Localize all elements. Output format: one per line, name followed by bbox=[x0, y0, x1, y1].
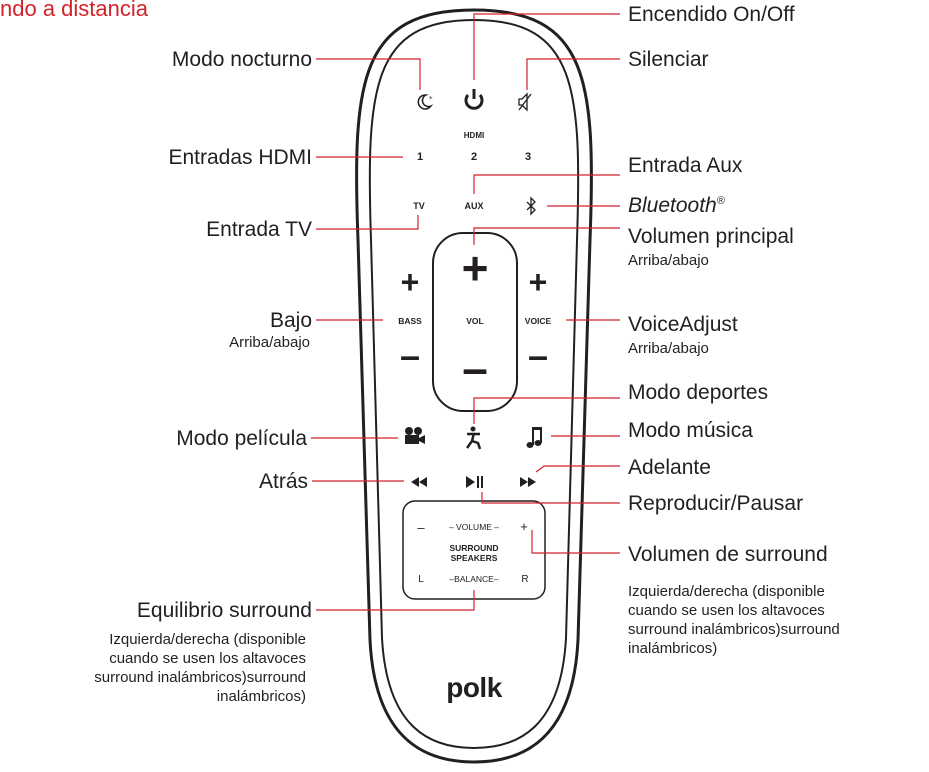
label-surround-balance-note-2: cuando se usen los altavoces bbox=[109, 650, 306, 667]
label-voice-adjust-sub: Arriba/abajo bbox=[628, 340, 709, 357]
surround-balance-left-button[interactable]: L bbox=[418, 574, 424, 585]
bass-down-button[interactable]: – bbox=[399, 335, 421, 376]
leader-power bbox=[473, 13, 620, 80]
label-sports-mode: Modo deportes bbox=[628, 381, 769, 404]
surround-speakers-label-1: SURROUND bbox=[449, 543, 499, 553]
label-surround-balance-note-4: inalámbricos) bbox=[216, 688, 306, 705]
leader-forward bbox=[535, 465, 620, 473]
label-back: Atrás bbox=[258, 470, 308, 493]
label-surround-volume-note-4: inalámbricos) bbox=[628, 640, 718, 657]
hdmi-label: HDMI bbox=[463, 131, 485, 140]
label-main-volume-sub: Arriba/abajo bbox=[628, 252, 709, 269]
label-main-volume: Volumen principal bbox=[628, 225, 794, 248]
label-surround-volume-note-2: cuando se usen los altavoces bbox=[628, 602, 825, 619]
aux-button[interactable]: AUX bbox=[464, 201, 484, 211]
leader-sports bbox=[473, 397, 620, 424]
hdmi-3-button[interactable]: 3 bbox=[524, 151, 532, 163]
leader-surround-volume bbox=[531, 530, 620, 554]
label-movie-mode: Modo película bbox=[176, 427, 307, 450]
label-music-mode: Modo música bbox=[628, 419, 753, 442]
surround-volume-up-button[interactable]: + bbox=[520, 519, 528, 534]
label-tv-input: Entrada TV bbox=[206, 218, 312, 241]
bluetooth-icon bbox=[526, 196, 536, 216]
surround-volume-label: – VOLUME – bbox=[448, 522, 500, 532]
hdmi-1-button[interactable]: 1 bbox=[416, 151, 424, 163]
volume-down-button[interactable]: – bbox=[462, 342, 488, 394]
label-surround-volume-note-1: Izquierda/derecha (disponible bbox=[628, 583, 825, 600]
play-pause-icon bbox=[466, 476, 483, 488]
brand-logo: polk bbox=[446, 672, 502, 703]
label-forward: Adelante bbox=[628, 456, 711, 479]
hdmi-2-button[interactable]: 2 bbox=[470, 151, 478, 163]
power-icon bbox=[464, 89, 484, 110]
voice-down-button[interactable]: – bbox=[527, 335, 549, 376]
voice-label: VOICE bbox=[524, 316, 552, 326]
label-power: Encendido On/Off bbox=[628, 3, 795, 26]
remote-outer-shell bbox=[355, 8, 593, 764]
label-surround-balance: Equilibrio surround bbox=[136, 599, 312, 622]
rewind-icon bbox=[411, 477, 427, 487]
bass-up-button[interactable]: + bbox=[400, 264, 420, 300]
volume-rocker-outline bbox=[432, 232, 518, 412]
label-bass-sub: Arriba/abajo bbox=[229, 334, 310, 351]
leader-main-volume bbox=[473, 227, 620, 245]
label-surround-balance-note-3: surround inalámbricos)surround bbox=[94, 669, 306, 686]
forward-icon bbox=[520, 477, 536, 487]
label-hdmi-inputs: Entradas HDMI bbox=[168, 146, 312, 169]
label-bluetooth: Bluetooth® bbox=[628, 194, 725, 217]
voice-up-button[interactable]: + bbox=[528, 264, 548, 300]
leader-surround-balance bbox=[316, 590, 475, 611]
movie-mode-icon bbox=[405, 427, 425, 444]
page-title: ndo a distancia bbox=[0, 0, 148, 21]
volume-label: VOL bbox=[466, 316, 484, 326]
night-mode-icon: * bbox=[417, 94, 434, 110]
label-surround-balance-note-1: Izquierda/derecha (disponible bbox=[109, 631, 306, 648]
leader-tv bbox=[316, 215, 419, 230]
label-voice-adjust: VoiceAdjust bbox=[628, 313, 738, 336]
sports-mode-icon bbox=[465, 426, 482, 450]
music-mode-icon bbox=[526, 427, 542, 448]
leader-play-pause bbox=[481, 492, 620, 504]
leader-aux bbox=[473, 174, 620, 194]
label-bass: Bajo bbox=[269, 309, 312, 332]
remote-inner-shell bbox=[368, 18, 580, 750]
surround-balance-right-button[interactable]: R bbox=[521, 574, 529, 585]
mute-icon bbox=[518, 92, 532, 112]
label-play-pause: Reproducir/Pausar bbox=[628, 492, 804, 515]
label-night-mode: Modo nocturno bbox=[171, 48, 312, 71]
leader-night-mode bbox=[316, 58, 421, 90]
bass-label: BASS bbox=[398, 316, 422, 326]
tv-button[interactable]: TV bbox=[413, 201, 425, 211]
leader-mute bbox=[526, 58, 620, 90]
surround-speakers-label-2: SPEAKERS bbox=[450, 553, 498, 563]
label-surround-volume-note-3: surround inalámbricos)surround bbox=[628, 621, 840, 638]
label-mute: Silenciar bbox=[628, 48, 709, 71]
surround-volume-down-button[interactable]: – bbox=[417, 520, 425, 535]
svg-text:*: * bbox=[429, 95, 433, 103]
label-aux-input: Entrada Aux bbox=[628, 154, 743, 177]
surround-balance-label: –BALANCE– bbox=[449, 574, 499, 584]
volume-up-button[interactable]: + bbox=[461, 242, 489, 294]
label-surround-volume: Volumen de surround bbox=[628, 543, 828, 566]
